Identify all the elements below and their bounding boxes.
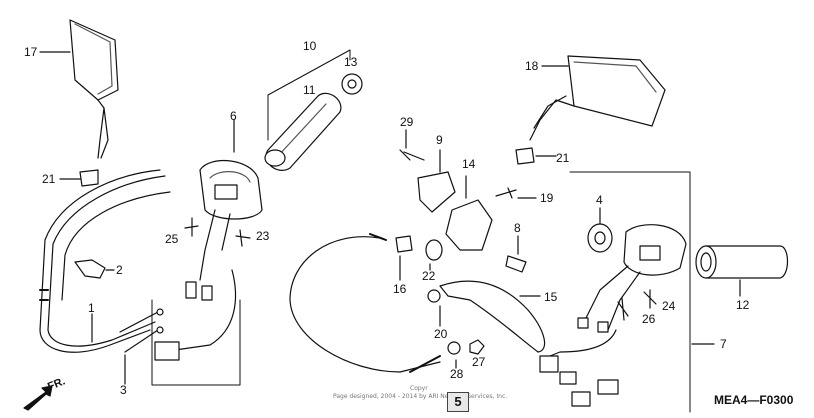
callout-26: 26 <box>642 312 656 326</box>
washer-part-22 <box>425 239 443 261</box>
callout-25: 25 <box>165 232 179 246</box>
callout-29: 29 <box>400 115 414 129</box>
callout-1: 1 <box>88 301 95 315</box>
bolt-part-20 <box>427 289 441 303</box>
callout-3: 3 <box>120 383 127 397</box>
switch-assembly-part-7 <box>539 171 715 413</box>
callout-8: 8 <box>514 221 521 235</box>
callout-14: 14 <box>462 157 476 171</box>
callout-17: 17 <box>24 45 38 59</box>
callout-9: 9 <box>436 133 443 147</box>
left-grip-part-12 <box>695 245 789 297</box>
callout-21-right: 21 <box>556 151 570 165</box>
callout-4: 4 <box>596 193 603 207</box>
callout-15: 15 <box>544 290 558 304</box>
nut-part-27 <box>469 339 485 355</box>
screw-part-24 <box>643 289 657 309</box>
collar-part-13 <box>341 73 363 95</box>
screw-part-23 <box>235 229 251 247</box>
callout-28: 28 <box>450 367 464 381</box>
screw-part-26 <box>617 297 629 321</box>
copyright-line-2: Page designed, 2004 - 2014 by ARI Networ… <box>333 393 508 400</box>
callout-24: 24 <box>662 299 676 313</box>
callout-2: 2 <box>116 263 123 277</box>
clutch-lever-part-15 <box>439 280 546 353</box>
callout-20: 20 <box>434 327 448 341</box>
callout-10: 10 <box>303 39 317 53</box>
callout-16: 16 <box>393 282 407 296</box>
copyright-line-1: Copyr <box>410 385 428 392</box>
throttle-cables-parts-1-3 <box>39 169 171 385</box>
cable-clamp-part-2 <box>74 259 106 279</box>
callout-7: 7 <box>720 337 727 351</box>
mirror-cap-part-21-right <box>515 147 535 165</box>
callout-13: 13 <box>344 55 358 69</box>
adjuster-part-16 <box>395 235 413 253</box>
bolt-part-29 <box>399 149 425 161</box>
washer-part-28 <box>447 341 461 355</box>
callout-18: 18 <box>525 59 539 73</box>
pin-part-8 <box>505 255 527 273</box>
callout-22: 22 <box>422 269 436 283</box>
mirror-cap-part-21-left <box>79 169 99 187</box>
throttle-grip-parts-10-11 <box>264 49 351 171</box>
callout-11: 11 <box>303 83 316 97</box>
clutch-cable <box>289 236 441 373</box>
holder-part-9 <box>417 171 456 213</box>
switch-housing-part-6 <box>151 119 263 386</box>
front-arrow-icon <box>23 385 53 411</box>
left-mirror-part-17 <box>39 19 119 159</box>
lever-bracket-part-14 <box>445 199 493 251</box>
screw-part-19 <box>495 187 517 199</box>
callout-21-left: 21 <box>42 172 56 186</box>
page-number-box: 5 <box>447 392 469 412</box>
callout-19: 19 <box>540 191 554 205</box>
callout-23: 23 <box>256 229 270 243</box>
diagram-code: MEA4—F0300 <box>714 393 794 407</box>
callout-27: 27 <box>472 355 486 369</box>
callout-6: 6 <box>230 109 237 123</box>
right-mirror-part-18 <box>529 55 666 141</box>
callout-12: 12 <box>736 298 750 312</box>
screw-part-25 <box>184 217 199 237</box>
